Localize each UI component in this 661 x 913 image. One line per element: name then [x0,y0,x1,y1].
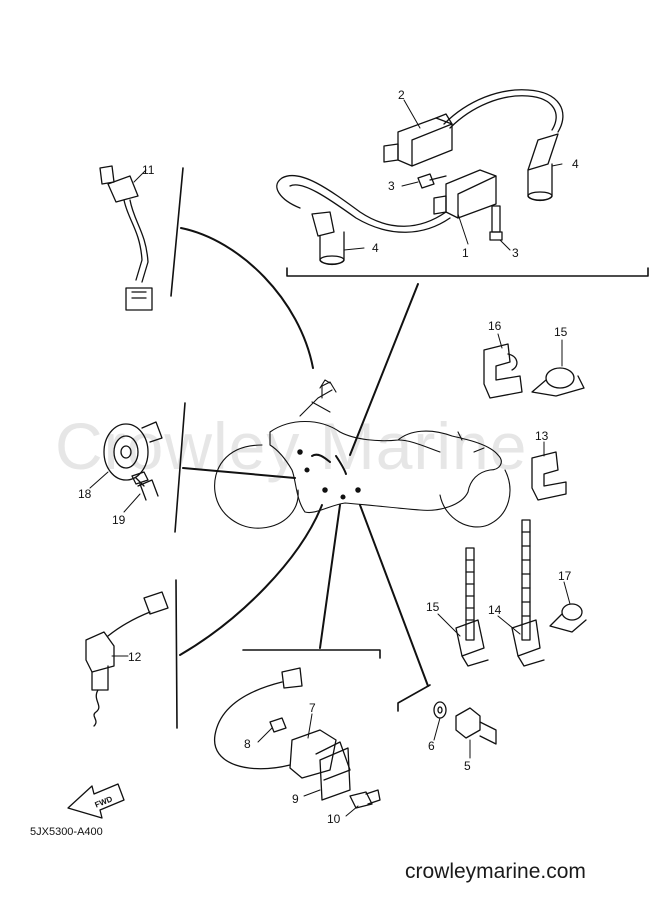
diagram-code: 5JX5300-A400 [30,826,103,838]
callout-6: 6 [428,739,435,753]
callout-14: 14 [488,603,502,617]
callout-3a: 3 [388,179,395,193]
motorcycle-silhouette [214,379,511,529]
clamp-15-drawing [531,367,585,397]
rear-brake-switch-drawing [85,591,169,727]
footer-site[interactable]: crowleymarine.com [405,860,586,883]
plug-cap-drawings [311,133,559,266]
fwd-arrow [67,783,125,819]
callout-15a: 15 [426,600,440,614]
horn-drawing [103,421,163,497]
callout-1: 1 [462,246,469,260]
cable-tie-15-drawing [455,547,489,667]
callout-16: 16 [488,319,502,333]
group-frames [170,167,649,729]
bracket-bolt-drawing [349,789,381,809]
leader-lines [179,227,429,687]
front-brake-switch-drawing [99,165,153,311]
coil-bolt-drawings [417,173,503,241]
callout-18: 18 [78,487,92,501]
callout-17: 17 [558,569,572,583]
ht-leads [276,89,564,233]
ignition-coil-rear-drawing [383,113,453,167]
callout-11: 11 [142,163,155,177]
callout-2: 2 [398,88,405,102]
callout-pointers [89,99,571,817]
callout-15b: 15 [554,325,568,339]
neutral-switch-drawing [433,701,497,745]
callout-7: 7 [309,701,316,715]
callout-4b: 4 [372,241,379,255]
clamp-13-drawing [531,451,567,501]
sidestand-switch-drawing [214,667,351,801]
callout-10: 10 [327,812,341,826]
callout-4a: 4 [572,157,579,171]
callout-5: 5 [464,759,471,773]
clamp-17-drawing [549,603,587,633]
callout-13: 13 [535,429,549,443]
callout-9: 9 [292,792,299,806]
fwd-label: FWD [93,794,113,809]
callout-3b: 3 [512,246,519,260]
cable-tie-14-drawing [511,519,545,667]
callout-19: 19 [112,513,126,527]
callout-8: 8 [244,737,251,751]
clamp-16-drawing [483,343,523,399]
horn-bolt-drawing [131,471,149,501]
callout-12: 12 [128,650,142,664]
